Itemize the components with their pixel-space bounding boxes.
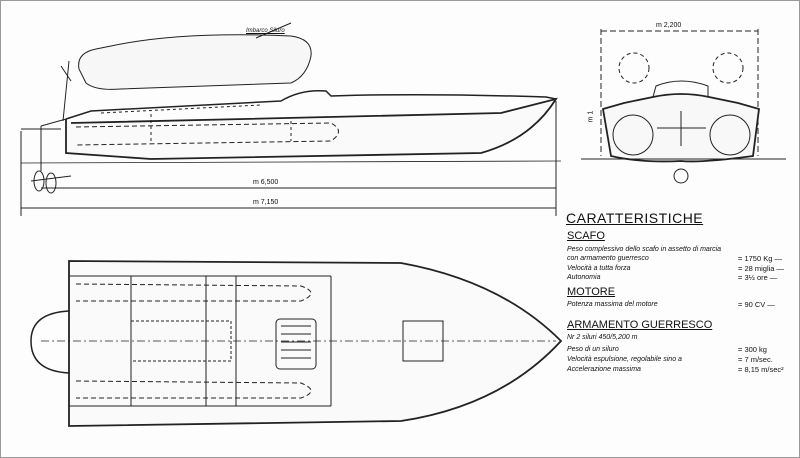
- spec-value: = 3½ ore —: [738, 273, 778, 282]
- spec-value: = 8,15 m/sec²: [738, 365, 784, 374]
- propeller-icon: [30, 170, 72, 194]
- front-view: [581, 29, 786, 184]
- plan-view: [30, 260, 563, 427]
- deck-line: [65, 89, 557, 120]
- section-heading-armamento: ARMAMENTO GUERRESCO: [567, 319, 713, 331]
- side-view: [20, 22, 562, 216]
- side-torpedo: [75, 122, 339, 146]
- height-dimension: m 1: [587, 110, 595, 123]
- width-dimension: m 2,200: [656, 22, 682, 29]
- hatch: [275, 318, 317, 370]
- spec-value: = 90 CV —: [738, 300, 775, 309]
- section-heading-scafo: SCAFO: [567, 230, 605, 242]
- torpedo-loading-label: Imbarco Siluro: [246, 28, 285, 34]
- specs-title: CARATTERISTICHE: [566, 210, 704, 226]
- hull-length-dimension: m 6,500: [253, 179, 279, 186]
- plan-hull: [68, 260, 563, 427]
- section-heading-motore: MOTORE: [567, 286, 616, 298]
- spec-value: = 300 kg: [738, 345, 767, 354]
- spec-label: con armamento guerresco: [567, 255, 649, 262]
- plan-torpedo-bottom: [75, 380, 312, 399]
- waterline: [20, 160, 562, 164]
- spec-label: Velocità espulsione, regolabile sino a: [567, 356, 682, 363]
- plan-torpedo-top: [75, 283, 312, 302]
- spec-value: = 7 m/sec.: [738, 355, 773, 364]
- spec-label: Accelerazione massima: [567, 366, 641, 373]
- spec-value: = 1750 Kg —: [738, 254, 782, 263]
- spec-value: = 28 miglia —: [738, 264, 785, 273]
- spec-label: Peso di un siluro: [567, 346, 619, 353]
- total-length-dimension: m 7,150: [253, 199, 279, 206]
- spec-label: Potenza massima del motore: [567, 301, 658, 308]
- dim-line-total: [20, 131, 556, 216]
- hull: [65, 97, 558, 160]
- spec-label: Velocità a tutta forza: [567, 265, 631, 272]
- dim-line-hull: [41, 101, 557, 216]
- spec-label: Peso complessivo dello scafo in assetto …: [567, 246, 722, 253]
- torpedo-on-deck: [78, 34, 312, 90]
- spec-label: Nr 2 siluri 450/5,200 m: [567, 334, 638, 341]
- spec-label: Autonomia: [567, 274, 601, 281]
